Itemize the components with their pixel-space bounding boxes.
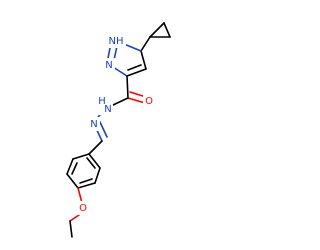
bond-ch-aryl — [88, 140, 103, 155]
bond-cyclopropyl-c — [163, 22, 171, 38]
bond-c3-n2 — [112, 66, 128, 77]
bond-n1-c5 — [123, 43, 142, 52]
bond-ring-2 — [66, 158, 74, 175]
hydrazide-h-label: H — [98, 96, 106, 107]
bond-ring-6 — [88, 153, 101, 169]
n-ring-label: N — [105, 60, 112, 71]
bond-ring-3 — [66, 173, 79, 189]
carbonyl-o-label: O — [145, 96, 153, 107]
atom-nh-ring: NH — [106, 34, 126, 48]
ether-o-label: O — [79, 203, 87, 214]
bond-ring-2-double — [71, 162, 78, 175]
hydrazide-n-label: N — [104, 104, 111, 115]
bond-carbonyl-o — [127, 97, 146, 104]
bond-ring-1 — [72, 153, 90, 160]
bond-n2-n1-double — [113, 45, 118, 61]
bond-ring-6-double — [86, 157, 96, 169]
bond-ethyl — [69, 220, 73, 238]
bond-ring-o — [77, 187, 83, 204]
bond-carbonyl-nh — [112, 97, 129, 106]
nh-label: NH — [109, 36, 124, 47]
bond-cyclopropyl-pyrazole — [140, 36, 151, 52]
atom-o-ether: O — [77, 201, 89, 215]
chemical-structure: NH N O H N N O — [66, 22, 171, 238]
bond-c4-c3 — [126, 68, 147, 77]
atom-o-carbonyl: O — [143, 94, 155, 108]
atom-n-ring: N — [103, 58, 115, 72]
atom-n-imine: N — [88, 117, 100, 131]
atom-n-hydrazide: H N — [94, 96, 113, 115]
bond-ring-4-double — [79, 178, 93, 184]
bond-cyclopropyl-a — [149, 22, 165, 38]
bond-c5-c4 — [140, 50, 147, 70]
bond-c4-c3-double — [127, 64, 142, 71]
bond-c3-carbonyl — [126, 75, 129, 99]
bond-ring-5 — [94, 167, 101, 184]
imine-n-label: N — [90, 119, 97, 130]
bond-ring-4 — [77, 182, 96, 189]
bond-n-ch-double — [99, 121, 108, 138]
